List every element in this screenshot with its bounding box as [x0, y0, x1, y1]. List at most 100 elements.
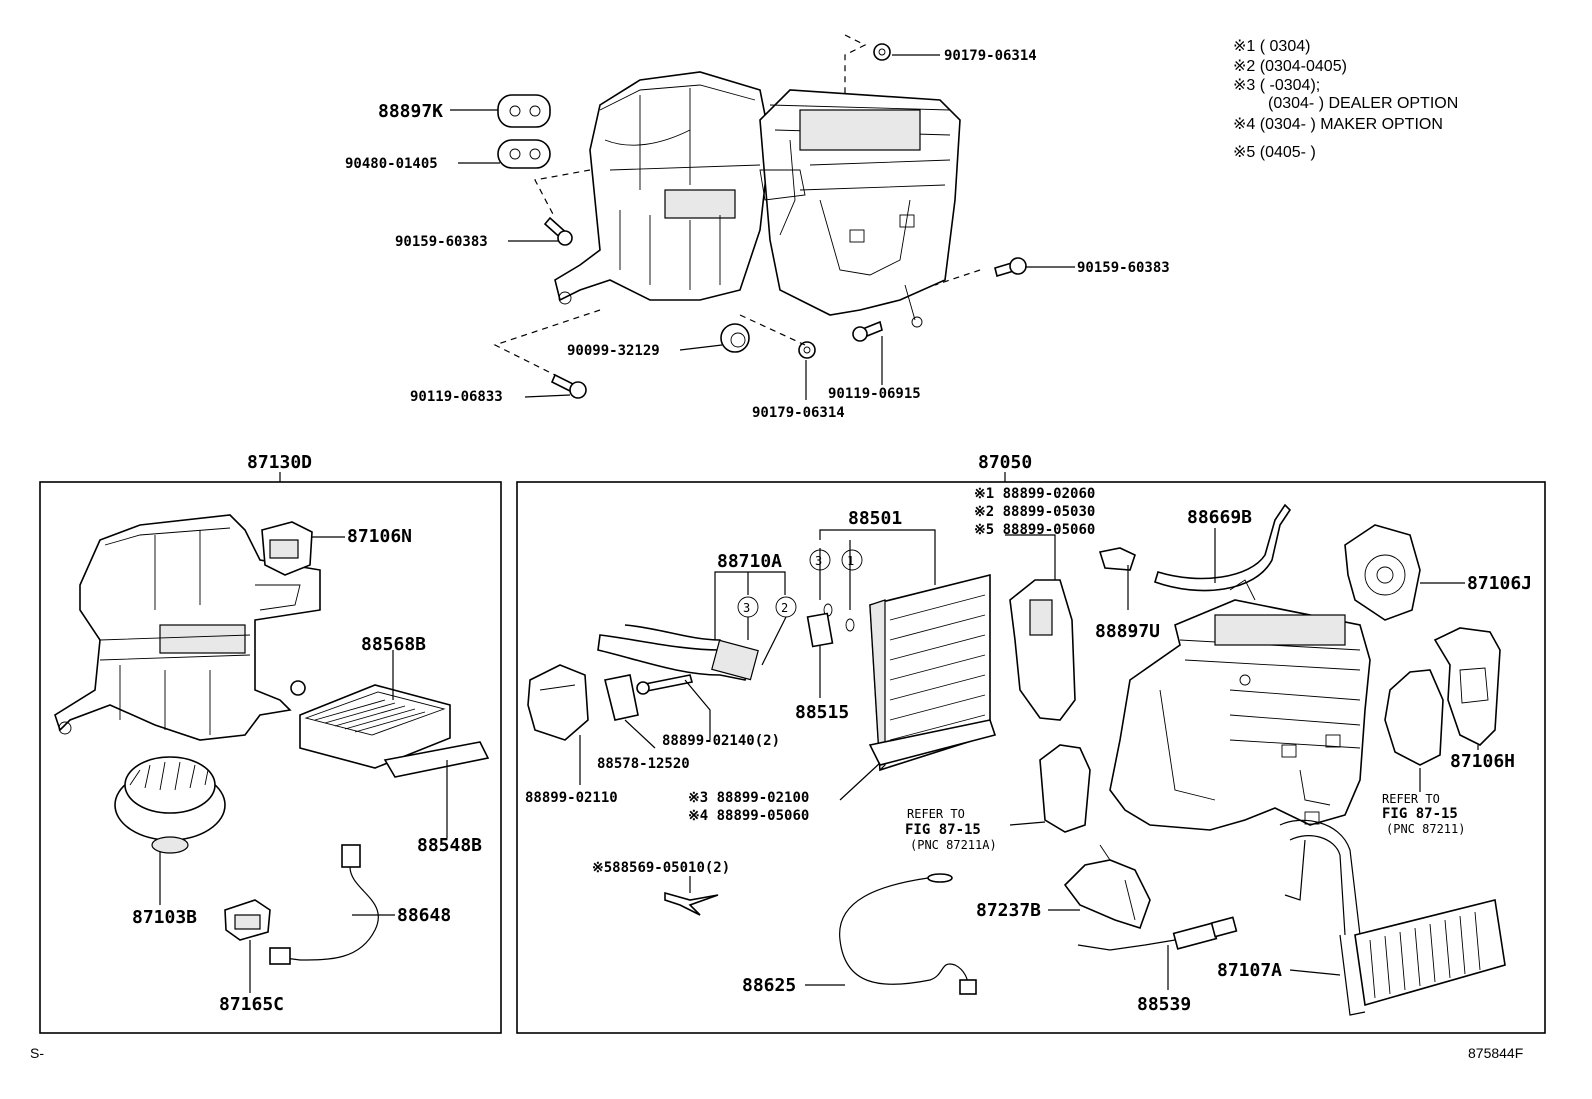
- sensor-88539: [1077, 916, 1238, 951]
- group-box-87130d: [39, 481, 502, 1034]
- servo-87106h: [1433, 627, 1501, 746]
- label-87165c: 87165C: [219, 994, 284, 1015]
- note-3: ※3 ( -0304);: [1233, 77, 1320, 94]
- label-90159-60383-left: 90159-60383: [395, 234, 488, 250]
- svg-text:1: 1: [847, 554, 854, 568]
- refer-label-2: REFER TO: [1382, 792, 1440, 806]
- top-leaders: [450, 54, 1075, 400]
- pad-88578: [604, 674, 639, 721]
- label-88569-05010: ※588569-05010(2): [592, 860, 730, 876]
- sensor-88897u: [1098, 547, 1136, 610]
- resistor-87165c: [224, 899, 271, 941]
- refer-label-1: REFER TO: [907, 807, 965, 821]
- plug-90099: [720, 323, 750, 353]
- footer-left: S-: [30, 1045, 44, 1061]
- label-90099-32129: 90099-32129: [567, 343, 660, 359]
- filter-88568b: [299, 684, 451, 769]
- group-label-87050: 87050: [978, 452, 1032, 473]
- bracket-88899-02060: [1009, 579, 1076, 721]
- label-88899-02060: ※1 88899-02060: [974, 486, 1095, 502]
- circled-1-88501: [841, 549, 863, 571]
- group-box-87050: [516, 481, 1546, 1034]
- footer-code: 875844F: [1468, 1045, 1523, 1061]
- cover-88548b: [383, 741, 490, 778]
- valve-88515: [806, 612, 834, 648]
- duct-87211a: [1039, 744, 1091, 833]
- label-88899-05030: ※2 88899-05030: [974, 504, 1095, 520]
- refer-label-1b: FIG 87-15: [905, 822, 981, 838]
- label-88578-12520: 88578-12520: [597, 756, 690, 772]
- label-90119-06915: 90119-06915: [828, 386, 921, 402]
- screw-90119-06915: [852, 320, 883, 342]
- label-88501: 88501: [848, 508, 902, 529]
- note-1: ※1 ( 0304): [1233, 38, 1310, 55]
- top-small-parts: [497, 43, 1027, 399]
- label-90119-06833: 90119-06833: [410, 389, 503, 405]
- label-90480-01405: 90480-01405: [345, 156, 438, 172]
- label-87103b: 87103B: [132, 907, 197, 928]
- legend-notes: ※1 ( 0304) ※2 (0304-0405) ※3 ( -0304); (…: [1233, 38, 1458, 161]
- grommet-88897k: [497, 94, 551, 128]
- servo-87106j: [1344, 524, 1421, 621]
- bolt-88899-02140: [636, 674, 694, 695]
- circled-3-88501: [809, 549, 831, 571]
- top-dashed-guides: [493, 34, 981, 376]
- label-87106h: 87106H: [1450, 751, 1515, 772]
- blower-case: [54, 514, 321, 741]
- screw-90159-left: [543, 216, 573, 246]
- hose-88669b: [1154, 503, 1292, 592]
- label-88899-05060b: ※5 88899-05060: [974, 522, 1095, 538]
- label-88899-02140: 88899-02140(2): [662, 733, 780, 749]
- label-87237b: 87237B: [976, 900, 1041, 921]
- label-88669b: 88669B: [1187, 507, 1252, 528]
- sensor-wire-88625: [839, 873, 977, 995]
- label-90179-06314-top: 90179-06314: [944, 48, 1037, 64]
- nut-90179-top: [873, 43, 891, 61]
- block-88899-02110: [527, 664, 589, 741]
- note-4: ※4 (0304- ) MAKER OPTION: [1233, 116, 1443, 133]
- group-label-87130d: 87130D: [247, 452, 312, 473]
- grommet-90480: [497, 139, 551, 169]
- label-88899-02110: 88899-02110: [525, 790, 618, 806]
- duct-87211: [1384, 669, 1444, 766]
- label-88515: 88515: [795, 702, 849, 723]
- label-88897u: 88897U: [1095, 621, 1160, 642]
- label-88548b: 88548B: [417, 835, 482, 856]
- label-88899-02100: ※3 88899-02100: [688, 790, 809, 806]
- note-5: ※5 (0405- ): [1233, 144, 1316, 161]
- refer-label-2c: (PNC 87211): [1386, 822, 1465, 836]
- label-88539: 88539: [1137, 994, 1191, 1015]
- note-2: ※2 (0304-0405): [1233, 58, 1347, 75]
- label-90159-60383-right: 90159-60383: [1077, 260, 1170, 276]
- note-3b: (0304- ) DEALER OPTION: [1268, 95, 1458, 112]
- label-88648: 88648: [397, 905, 451, 926]
- label-87106n: 87106N: [347, 526, 412, 547]
- screw-90159-right: [994, 257, 1027, 278]
- label-88710a: 88710A: [717, 551, 782, 572]
- wire-88648: [269, 844, 379, 965]
- screw-90119-06833: [550, 373, 587, 399]
- servo-87106n: [261, 521, 313, 576]
- top-hvac-assembly: [554, 71, 961, 328]
- refer-label-2b: FIG 87-15: [1382, 806, 1458, 822]
- clip-88569: [664, 891, 719, 916]
- label-88897k: 88897K: [378, 101, 443, 122]
- label-88568b: 88568B: [361, 634, 426, 655]
- label-87107a: 87107A: [1217, 960, 1282, 981]
- label-88625: 88625: [742, 975, 796, 996]
- label-87106j: 87106J: [1467, 573, 1532, 594]
- svg-text:3: 3: [743, 601, 750, 615]
- seal-88899-02100: [868, 719, 997, 766]
- svg-text:2: 2: [781, 601, 788, 615]
- svg-text:3: 3: [815, 554, 822, 568]
- heater-core-87107a: [1279, 819, 1506, 1016]
- duct-87237b: [1063, 844, 1151, 929]
- tube-88710a: [597, 624, 759, 681]
- refer-label-1c: (PNC 87211A): [910, 838, 997, 852]
- nut-90179-bottom: [798, 341, 816, 359]
- heater-housing: [1109, 579, 1371, 831]
- blower-motor-87103b: [114, 756, 226, 854]
- label-88899-05060a: ※4 88899-05060: [688, 808, 809, 824]
- label-90179-06314-bottom: 90179-06314: [752, 405, 845, 421]
